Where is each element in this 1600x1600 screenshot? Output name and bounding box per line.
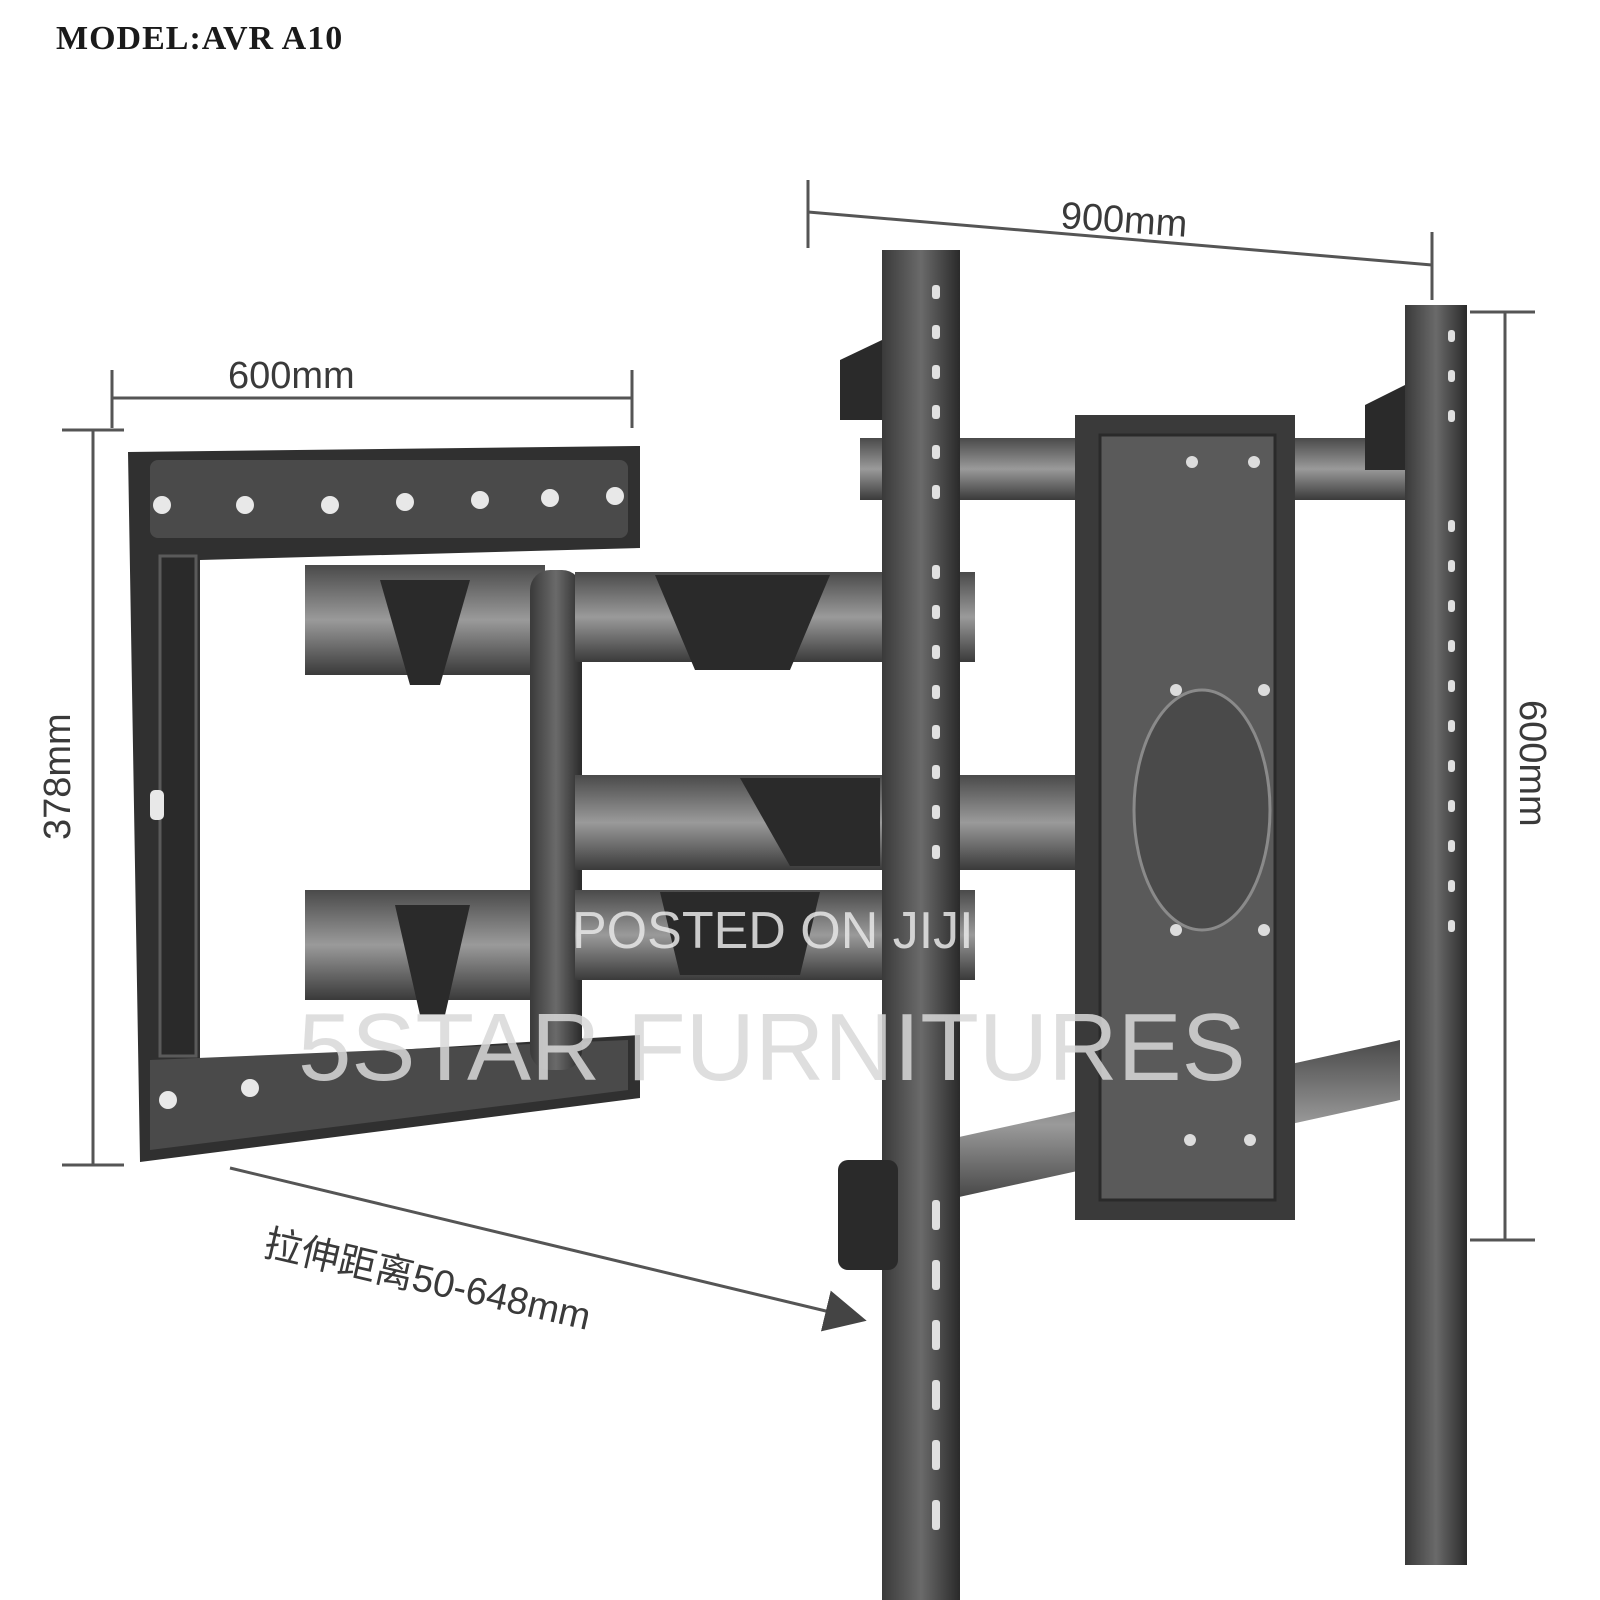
hole	[159, 1091, 177, 1109]
dim-arrow-extension	[229, 1166, 867, 1332]
dim-label-600-left: 600mm	[228, 355, 355, 397]
watermark-brand: 5STAR FURNITURES	[298, 994, 1246, 1101]
dim-line-900	[807, 210, 1433, 267]
slot	[150, 790, 164, 820]
center-pivot	[530, 570, 582, 1070]
dimension-lines	[62, 180, 1535, 1332]
hole	[241, 1079, 259, 1097]
hole	[396, 493, 414, 511]
dim-label-378: 378mm	[37, 713, 79, 840]
hole	[236, 496, 254, 514]
dim-label-900: 900mm	[1059, 195, 1188, 246]
model-title: MODEL:AVR A10	[56, 20, 344, 57]
wall-plate	[128, 446, 640, 1162]
hole	[606, 487, 624, 505]
hole	[321, 496, 339, 514]
dim-label-600-right: 600mm	[1511, 700, 1553, 827]
center-plate	[1075, 415, 1295, 1220]
hole	[541, 489, 559, 507]
hole	[153, 496, 171, 514]
watermark-posted: POSTED ON JIJI	[572, 902, 974, 960]
rail-left	[882, 250, 960, 1600]
hole	[471, 491, 489, 509]
vertical-rails	[838, 250, 1467, 1600]
dim-label-extension: 拉伸距离50-648mm	[260, 1223, 595, 1339]
rail-right	[1405, 305, 1467, 1565]
